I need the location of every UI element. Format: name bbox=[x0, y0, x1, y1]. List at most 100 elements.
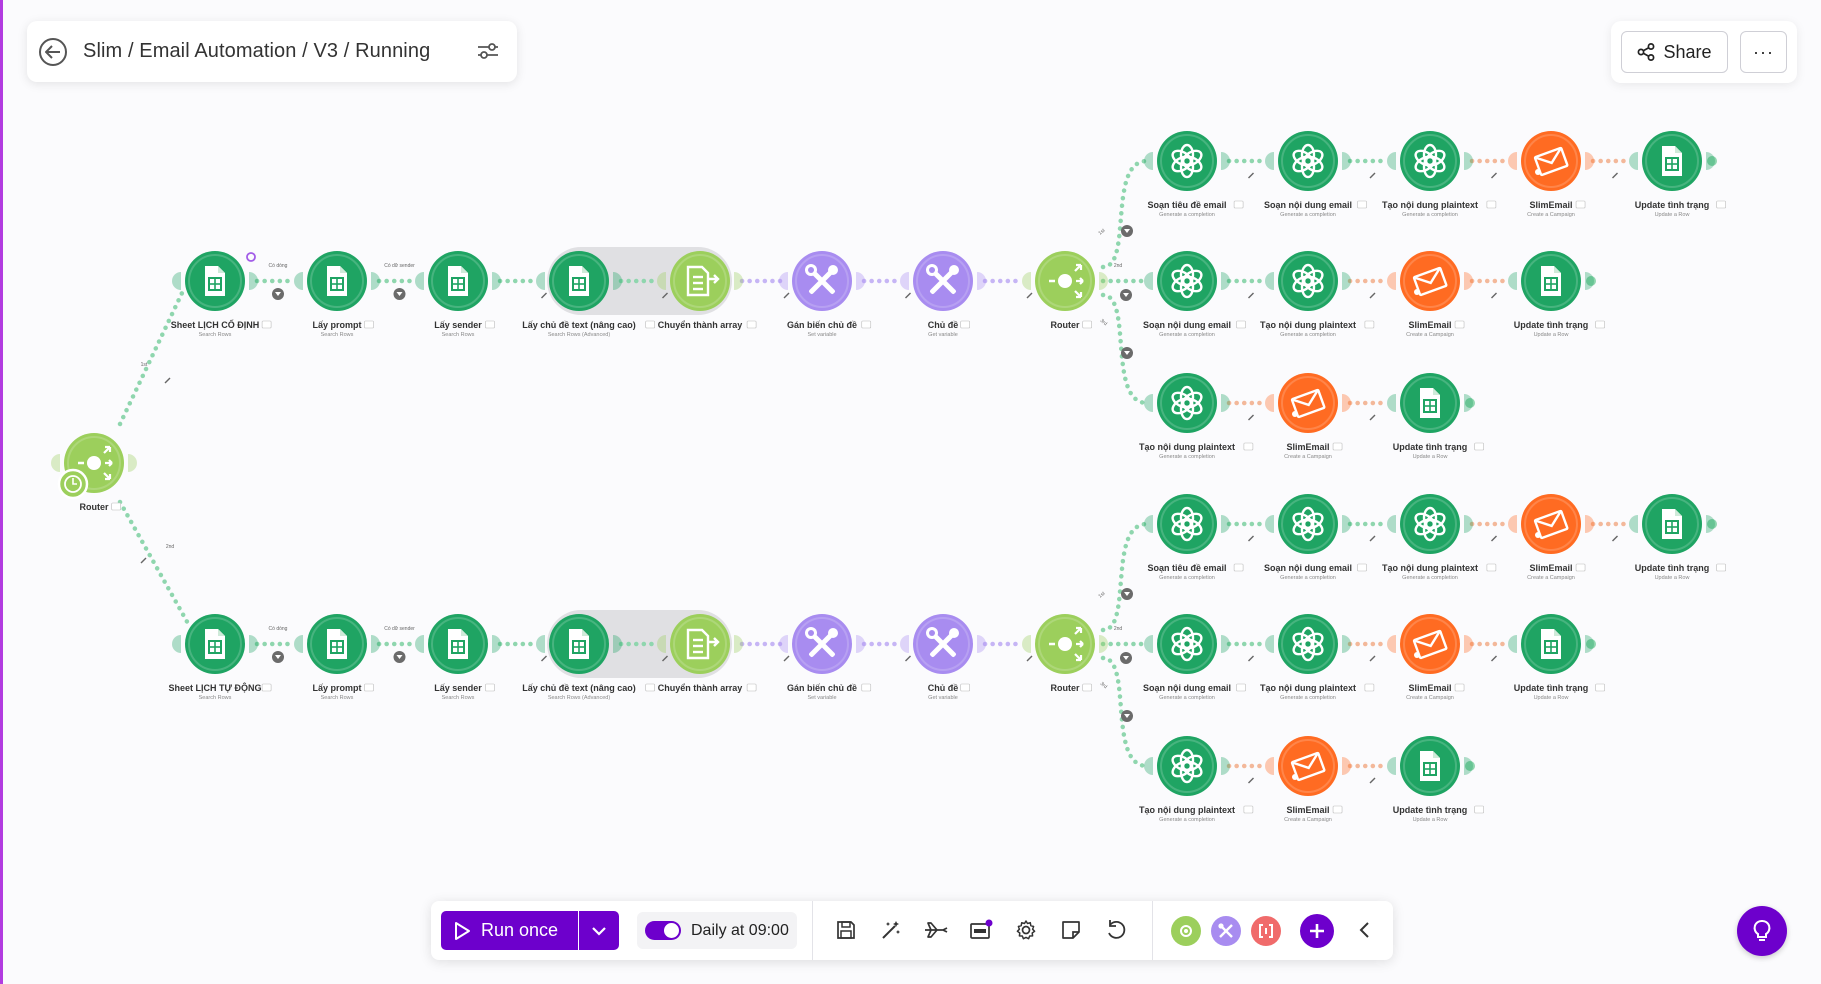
more-options-button[interactable]: ··· bbox=[1740, 31, 1787, 73]
add-next-module-handle[interactable] bbox=[1586, 639, 1596, 649]
link-settings-icon[interactable] bbox=[1491, 535, 1497, 542]
filter-icon[interactable] bbox=[272, 288, 284, 300]
tools-shortcut-button[interactable] bbox=[1171, 916, 1201, 946]
connection-link[interactable] bbox=[117, 499, 193, 630]
link-settings-icon[interactable] bbox=[1248, 535, 1254, 542]
link-settings-icon[interactable] bbox=[164, 377, 171, 384]
link-settings-icon[interactable] bbox=[783, 655, 790, 662]
notes-button[interactable] bbox=[1058, 917, 1084, 943]
filter-icon[interactable] bbox=[1121, 588, 1133, 600]
module-chuyen-thanh-array[interactable]: Chuyển thành array bbox=[657, 251, 757, 330]
back-button[interactable] bbox=[39, 37, 67, 66]
link-settings-icon[interactable] bbox=[1612, 535, 1618, 542]
link-settings-icon[interactable] bbox=[1369, 655, 1376, 662]
route-link[interactable] bbox=[1100, 655, 1150, 769]
link-settings-icon[interactable] bbox=[662, 655, 668, 662]
help-button[interactable] bbox=[1737, 906, 1787, 956]
link-settings-icon[interactable] bbox=[1612, 172, 1618, 179]
module-lay-chu-de-text-nang-cao[interactable]: Lấy chủ đề text (nâng cao)Search Rows (A… bbox=[522, 251, 655, 338]
filter-icon[interactable] bbox=[272, 651, 284, 663]
filter-icon[interactable] bbox=[393, 288, 406, 300]
scenario-settings-toolbar-button[interactable] bbox=[1013, 917, 1039, 943]
link-settings-icon[interactable] bbox=[1491, 655, 1497, 662]
share-button[interactable]: Share bbox=[1621, 31, 1728, 73]
route-link[interactable] bbox=[1100, 521, 1150, 633]
route-link[interactable] bbox=[1100, 158, 1150, 270]
filter-icon[interactable] bbox=[1121, 710, 1133, 722]
filter-icon[interactable] bbox=[1120, 652, 1132, 664]
link-settings-icon[interactable] bbox=[1369, 535, 1376, 542]
link-settings-icon[interactable] bbox=[1026, 292, 1033, 299]
module-router[interactable]: Router bbox=[1022, 614, 1108, 693]
add-next-module-handle[interactable] bbox=[1586, 276, 1596, 286]
connection-link[interactable] bbox=[117, 290, 185, 427]
link-settings-icon[interactable] bbox=[1248, 655, 1254, 662]
link-settings-icon[interactable] bbox=[1491, 172, 1497, 179]
auto-align-button[interactable] bbox=[878, 917, 904, 943]
link-settings-icon[interactable] bbox=[1369, 414, 1376, 421]
link-settings-icon[interactable] bbox=[1026, 655, 1033, 662]
devtools-button[interactable] bbox=[968, 917, 994, 943]
link-settings-icon[interactable] bbox=[541, 655, 547, 662]
link-settings-icon[interactable] bbox=[1491, 292, 1497, 299]
add-next-module-handle[interactable] bbox=[1465, 398, 1475, 408]
link-settings-icon[interactable] bbox=[905, 655, 911, 662]
link-settings-icon[interactable] bbox=[541, 292, 547, 299]
link-settings-icon[interactable] bbox=[662, 292, 668, 299]
link-settings-icon[interactable] bbox=[1248, 172, 1254, 179]
schedule-label[interactable]: Daily at 09:00 bbox=[691, 921, 789, 939]
module-router[interactable]: Router bbox=[1022, 251, 1108, 330]
filter-icon[interactable] bbox=[1120, 289, 1132, 301]
link-settings-icon[interactable] bbox=[1369, 172, 1376, 179]
add-next-module-handle[interactable] bbox=[1707, 156, 1717, 166]
module-lay-chu-de-text-nang-cao[interactable]: Lấy chủ đề text (nâng cao)Search Rows (A… bbox=[522, 614, 655, 701]
add-next-module-handle[interactable] bbox=[1707, 519, 1717, 529]
module-chuyen-thanh-array[interactable]: Chuyển thành array bbox=[657, 614, 757, 693]
link-settings-icon[interactable] bbox=[1248, 414, 1254, 421]
history-button[interactable] bbox=[1103, 917, 1129, 943]
scenario-settings-button[interactable] bbox=[477, 41, 499, 66]
collapse-toolbar-button[interactable] bbox=[1351, 917, 1377, 943]
explain-flow-button[interactable] bbox=[923, 917, 949, 943]
save-button[interactable] bbox=[833, 917, 859, 943]
filter-icon[interactable] bbox=[1121, 347, 1133, 359]
flow-control-shortcut-button[interactable] bbox=[1211, 916, 1241, 946]
schedule-clock-icon[interactable] bbox=[57, 468, 89, 500]
link-settings-icon[interactable] bbox=[1248, 777, 1254, 784]
add-next-module-handle[interactable] bbox=[1465, 761, 1475, 771]
filter-icon[interactable] bbox=[393, 651, 406, 663]
run-once-button[interactable]: Run once bbox=[441, 911, 578, 950]
run-options-dropdown[interactable] bbox=[579, 911, 619, 950]
